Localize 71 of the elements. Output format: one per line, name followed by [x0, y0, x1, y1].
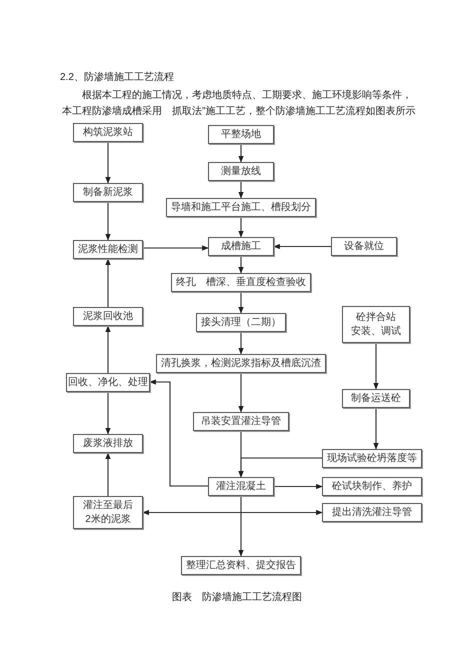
arrow [238, 217, 244, 238]
arrow [149, 379, 208, 487]
box-text: 整理汇总资料、提交报告 [186, 558, 296, 572]
arrow [143, 245, 209, 251]
process-box [73, 123, 143, 142]
arrow [238, 256, 244, 274]
arrow [238, 457, 322, 478]
box-text: 灌注混凝土 [216, 480, 266, 494]
box-text: 砼试块制作、养护 [332, 480, 412, 494]
box-text: 吊装安置灌注导管 [201, 414, 281, 428]
arrow [373, 408, 379, 450]
process-box [322, 477, 422, 496]
box-text: 测量放线 [221, 164, 261, 178]
process-box [331, 237, 397, 256]
process-box [171, 273, 311, 292]
box-text: 接头清理（二期） [201, 316, 281, 330]
box-text: 现场试验砼坍落度等 [327, 452, 417, 466]
box-text: 制备运送砼 [351, 392, 401, 406]
process-box [181, 556, 301, 575]
arrow [105, 142, 111, 184]
arrow [238, 496, 244, 557]
process-box [73, 183, 143, 202]
process-box [342, 306, 410, 343]
arrow [238, 332, 244, 355]
box-text: 砼拌合站 [356, 310, 396, 324]
box-text: 回收、净化、处理 [68, 376, 148, 390]
process-box [196, 313, 286, 332]
arrow [105, 452, 111, 496]
box-text: 泥浆回收池 [83, 310, 133, 324]
arrow [142, 510, 323, 516]
figure-caption: 图表 防渗墙施工工艺流程图 [171, 591, 303, 605]
process-box [166, 198, 316, 217]
arrow [373, 343, 379, 390]
process-box [73, 434, 143, 453]
box-text: 制备新泥浆 [83, 186, 133, 200]
box-text: 灌注至最后2米的泥浆 [82, 498, 134, 526]
process-box [193, 412, 289, 431]
arrow [238, 144, 244, 163]
intro-paragraph: 根据本工程的施工情况，考虑地质特点、工期要求、施工环境影响等条件，本工程防渗墙成槽采用 抓取法”施工工艺，整个防渗墙施工工艺流程如图表所示 [62, 88, 416, 119]
box-text: 终孔 槽深、垂直度检查验收 [176, 276, 306, 290]
process-box [73, 496, 143, 529]
process-box [208, 125, 274, 144]
arrow [238, 373, 244, 413]
process-box [322, 503, 422, 522]
process-box [342, 389, 410, 408]
arrow [105, 392, 111, 435]
box-text: 清孔换浆，检测泥浆指标及槽底沉渣 [161, 356, 321, 370]
process-box [156, 354, 326, 373]
process-box [73, 307, 143, 326]
box-text: 安装、调试 [351, 324, 401, 338]
box-text: 导墙和施工平台施工、槽段划分 [171, 200, 311, 214]
arrow [273, 244, 331, 250]
arrow [105, 258, 111, 307]
arrow [238, 181, 244, 199]
box-text: 废浆液排放 [83, 436, 133, 450]
box-text: 成槽施工 [221, 240, 261, 254]
box-text: 设备就位 [344, 240, 384, 254]
arrow [274, 484, 323, 490]
process-box [208, 237, 274, 256]
arrow [105, 325, 111, 373]
box-text: 构筑泥浆站 [83, 126, 133, 140]
box-text: 泥浆性能检测 [78, 242, 138, 256]
process-box [208, 477, 274, 496]
process-box [73, 240, 143, 259]
arrow [238, 292, 244, 314]
box-text: 提出清洗灌注导管 [332, 506, 412, 520]
arrow [105, 202, 111, 241]
box-text: 平整场地 [221, 128, 261, 142]
process-box [322, 449, 422, 468]
process-box [208, 162, 274, 181]
section-heading: 2.2、防渗墙施工工艺流程 [60, 71, 174, 85]
